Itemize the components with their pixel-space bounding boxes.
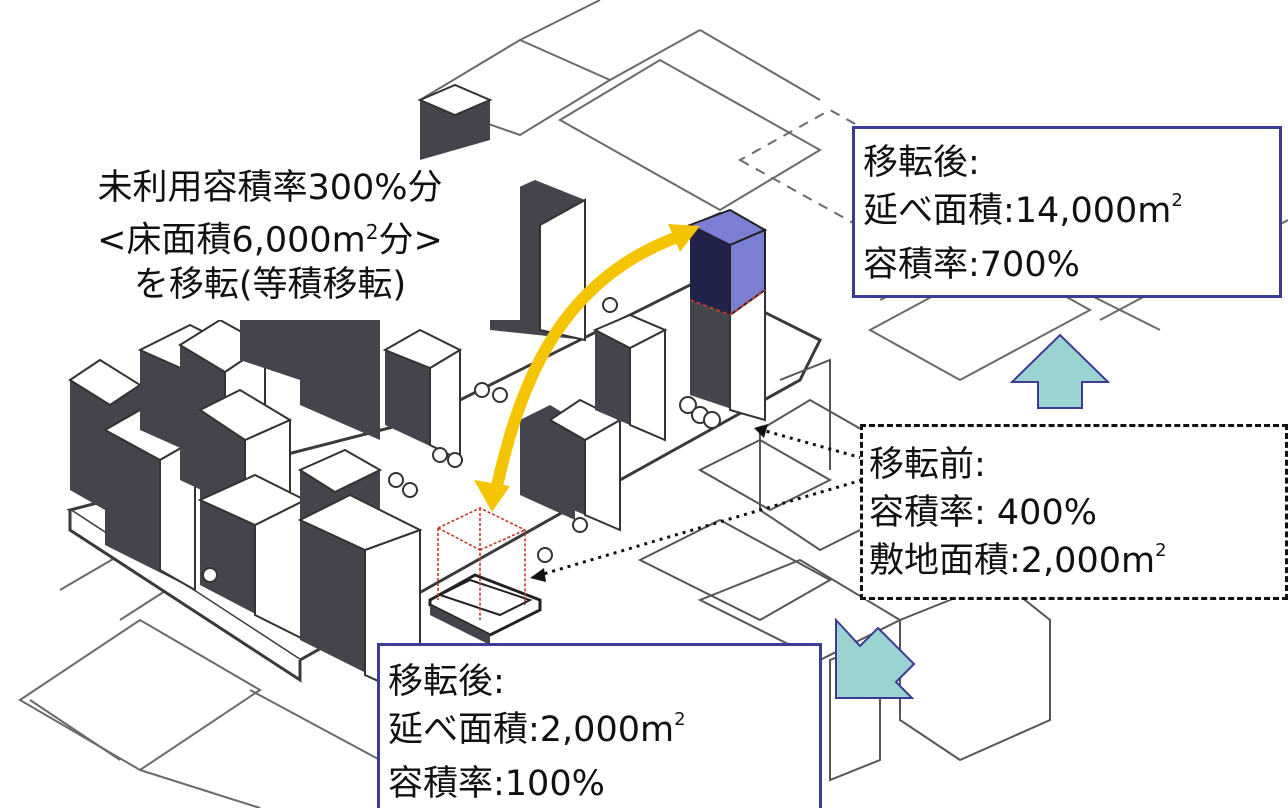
transfer-line-2-post: 分> xyxy=(378,220,443,261)
building xyxy=(382,328,463,462)
transfer-line-2-sup: 2 xyxy=(365,220,379,244)
before-site-area-sup: 2 xyxy=(1155,540,1167,561)
before-title: 移転前: xyxy=(869,445,986,485)
callout-after-original: 移転後: 延べ面積:2,000m2 容積率:100% xyxy=(377,643,822,808)
before-site-area: 敷地面積:2,000m2 xyxy=(869,537,1285,591)
building xyxy=(417,83,493,160)
leader-arrows xyxy=(530,424,863,582)
after-top-far: 容積率:700% xyxy=(863,245,1080,285)
before-far: 容積率: 400% xyxy=(869,493,1097,533)
transfer-line-3: を移転(等積移転) xyxy=(133,264,407,305)
building xyxy=(592,313,668,442)
arrow-down-left xyxy=(835,617,916,699)
transfer-line-1: 未利用容積率300%分 xyxy=(97,168,443,208)
direction-arrows xyxy=(835,333,1111,699)
original-building xyxy=(428,507,542,645)
building xyxy=(548,398,623,532)
transfer-arrow xyxy=(474,224,700,512)
after-top-floor-area-sup: 2 xyxy=(1171,190,1183,211)
after-bottom-title: 移転後: xyxy=(388,662,505,702)
after-top-floor-area-text: 延べ面積:14,000m xyxy=(863,191,1172,231)
after-bottom-floor-area: 延べ面積:2,000m2 xyxy=(388,706,819,760)
after-bottom-floor-area-sup: 2 xyxy=(674,709,686,730)
after-top-floor-area: 延べ面積:14,000m2 xyxy=(863,187,1279,241)
transfer-line-2-pre: <床面積6,000m xyxy=(97,220,366,261)
transfer-line-2: <床面積6,000m2分> xyxy=(20,210,520,263)
eastern-complex xyxy=(637,358,1051,782)
after-top-title: 移転後: xyxy=(863,143,980,183)
callout-before: 移転前: 容積率: 400% 敷地面積:2,000m2 xyxy=(860,424,1288,600)
arrow-up xyxy=(1009,333,1111,409)
target-tower xyxy=(687,208,768,422)
after-bottom-floor-area-text: 延べ面積:2,000m xyxy=(388,710,675,750)
before-site-area-text: 敷地面積:2,000m xyxy=(869,541,1156,581)
trees xyxy=(202,297,721,583)
transfer-description: 未利用容積率300%分 <床面積6,000m2分> を移転(等積移転) xyxy=(20,160,520,320)
after-bottom-far: 容積率:100% xyxy=(388,764,605,804)
building xyxy=(197,473,308,642)
callout-after-tower: 移転後: 延べ面積:14,000m2 容積率:700% xyxy=(852,126,1282,298)
